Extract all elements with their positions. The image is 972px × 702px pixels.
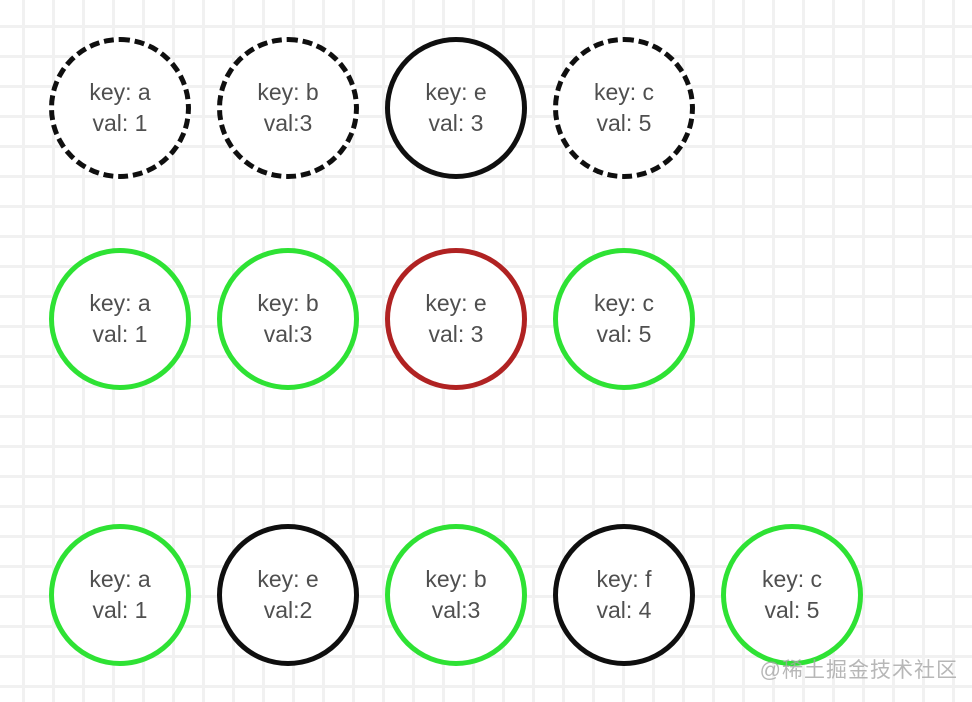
- node-key-label: key: c: [593, 79, 655, 105]
- node-key-label: key: b: [257, 290, 319, 316]
- node-val-label: val: 1: [92, 321, 148, 347]
- node-key-e: key: e val:2: [217, 524, 359, 666]
- node-key-b: key: b val:3: [217, 248, 359, 390]
- node-key-e: key: e val: 3: [385, 248, 527, 390]
- watermark-text: @稀土掘金技术社区: [759, 659, 958, 682]
- node-key-a: key: a val: 1: [49, 37, 191, 179]
- node-val-label: val:3: [263, 110, 313, 136]
- node-key-label: key: b: [425, 566, 487, 592]
- node-val-label: val: 1: [92, 597, 148, 623]
- node-key-label: key: c: [761, 566, 823, 592]
- node-key-label: key: b: [257, 79, 319, 105]
- node-key-e: key: e val: 3: [385, 37, 527, 179]
- node-val-label: val:2: [263, 597, 313, 623]
- node-val-label: val:3: [263, 321, 313, 347]
- node-key-label: key: c: [593, 290, 655, 316]
- node-key-label: key: e: [425, 79, 487, 105]
- node-val-label: val: 4: [596, 597, 652, 623]
- node-row-3: key: a val: 1 key: e val:2 key: b val:3 …: [49, 524, 863, 666]
- node-key-a: key: a val: 1: [49, 248, 191, 390]
- node-key-b: key: b val:3: [385, 524, 527, 666]
- node-key-c: key: c val: 5: [553, 248, 695, 390]
- node-key-label: key: f: [596, 566, 652, 592]
- node-val-label: val: 3: [428, 321, 484, 347]
- node-key-a: key: a val: 1: [49, 524, 191, 666]
- node-val-label: val: 5: [764, 597, 820, 623]
- node-row-2: key: a val: 1 key: b val:3 key: e val: 3…: [49, 248, 695, 390]
- node-row-1: key: a val: 1 key: b val:3 key: e val: 3…: [49, 37, 695, 179]
- node-key-label: key: e: [425, 290, 487, 316]
- node-val-label: val: 5: [596, 110, 652, 136]
- node-key-label: key: a: [89, 566, 151, 592]
- node-key-f: key: f val: 4: [553, 524, 695, 666]
- node-key-b: key: b val:3: [217, 37, 359, 179]
- node-val-label: val:3: [431, 597, 481, 623]
- node-key-c: key: c val: 5: [721, 524, 863, 666]
- node-key-label: key: a: [89, 290, 151, 316]
- node-val-label: val: 5: [596, 321, 652, 347]
- node-val-label: val: 3: [428, 110, 484, 136]
- node-key-label: key: a: [89, 79, 151, 105]
- node-val-label: val: 1: [92, 110, 148, 136]
- node-key-c: key: c val: 5: [553, 37, 695, 179]
- node-key-label: key: e: [257, 566, 319, 592]
